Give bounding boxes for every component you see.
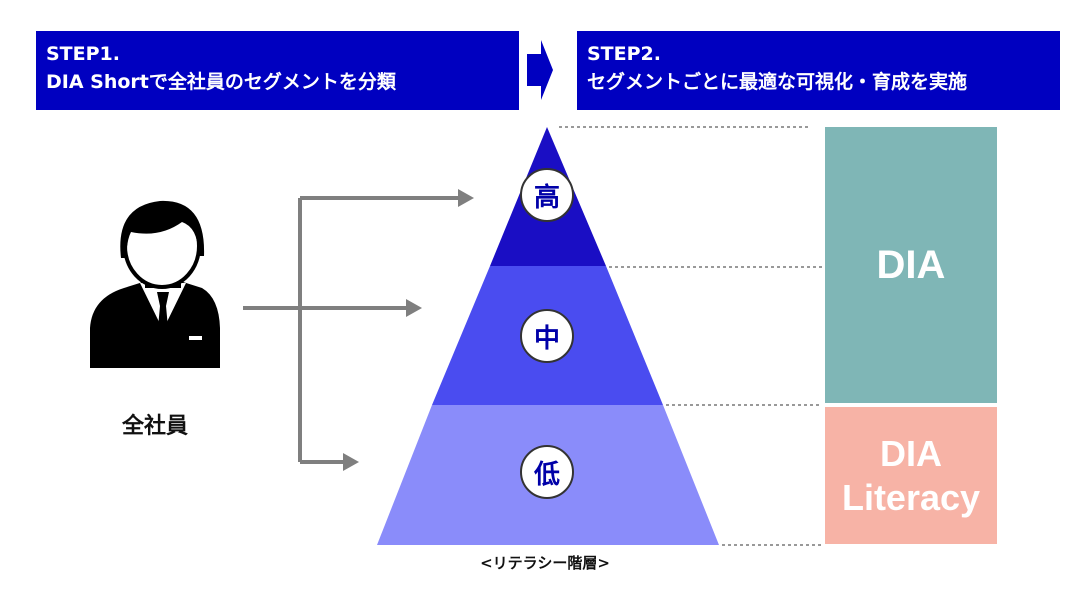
step2-box: STEP2. セグメントごとに最適な可視化・育成を実施	[577, 31, 1060, 110]
step2-description: セグメントごとに最適な可視化・育成を実施	[587, 71, 968, 93]
level-mid-badge: 中	[520, 309, 574, 363]
step1-box: STEP1. DIA Shortで全社員のセグメントを分類	[36, 31, 519, 110]
dia-literacy-label-line2: Literacy	[841, 476, 981, 518]
arrowhead-low	[343, 453, 359, 471]
arrowhead-high	[458, 189, 474, 207]
step1-description: DIA Shortで全社員のセグメントを分類	[46, 71, 396, 93]
connector-arrows	[243, 196, 460, 464]
level-high-badge: 高	[520, 168, 574, 222]
literacy-tier-caption: <リテラシー階層>	[480, 554, 610, 572]
step2-title: STEP2.	[587, 43, 661, 65]
level-low-badge: 低	[520, 445, 574, 499]
all-employees-label: 全社員	[121, 414, 188, 439]
dia-literacy-program-block: DIA Literacy	[825, 407, 997, 544]
arrowhead-mid	[406, 299, 422, 317]
dia-literacy-label-line1: DIA	[880, 432, 942, 474]
dia-program-label: DIA	[876, 242, 946, 287]
dia-program-block: DIA	[825, 127, 997, 403]
businessman-icon	[90, 200, 220, 368]
step-arrow	[527, 40, 553, 100]
dotted-guides	[559, 126, 822, 546]
step1-title: STEP1.	[46, 43, 120, 65]
